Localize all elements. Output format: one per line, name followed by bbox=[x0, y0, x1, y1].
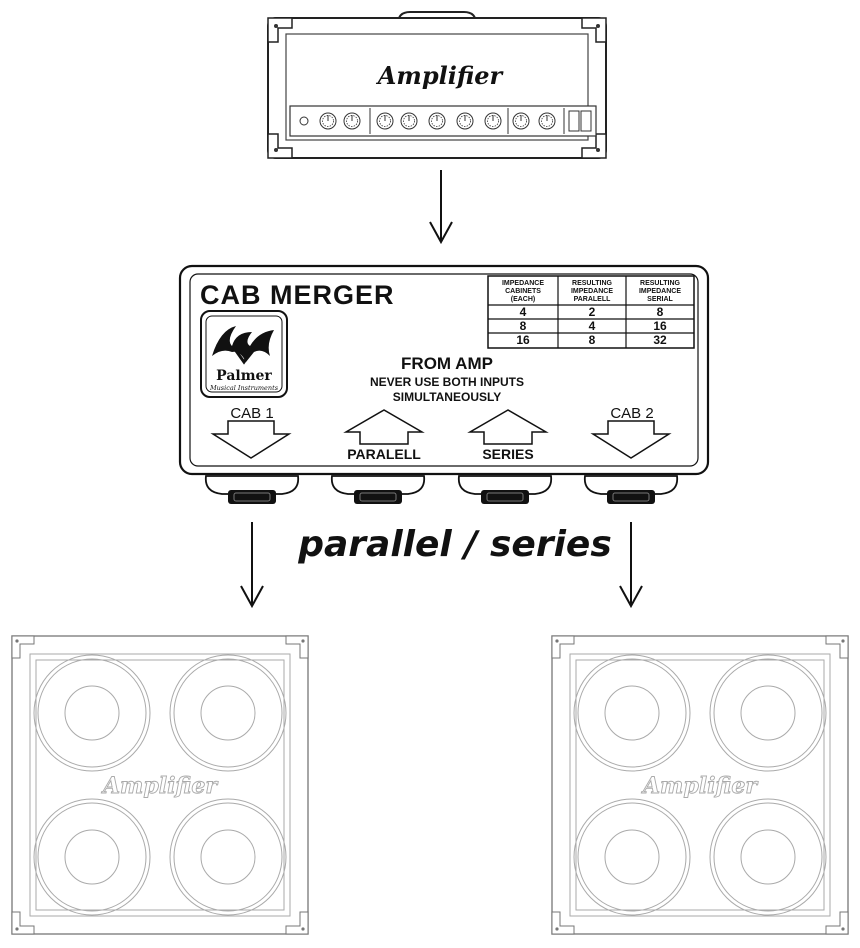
table-cell: 4 bbox=[520, 305, 527, 319]
knob-icon bbox=[376, 112, 394, 130]
cab1-output-arrow bbox=[210, 420, 292, 459]
knob-icon bbox=[484, 112, 502, 130]
table-cell: 32 bbox=[653, 333, 667, 347]
jack-sockets bbox=[204, 475, 679, 504]
speaker-cone-icon bbox=[709, 654, 827, 772]
table-cell: 2 bbox=[589, 305, 596, 319]
speaker-cabinet-1: Amplifier bbox=[11, 635, 309, 935]
jack-socket bbox=[457, 475, 553, 504]
amplifier-head: Amplifier bbox=[267, 11, 607, 159]
knob-icon bbox=[456, 112, 474, 130]
table-header-cell: IMPEDANCE bbox=[502, 280, 544, 287]
cab2-output-arrow bbox=[590, 420, 672, 459]
amplifier-head-brand: Amplifier bbox=[376, 61, 505, 90]
from-amp-label: FROM AMP bbox=[401, 354, 493, 373]
impedance-table: IMPEDANCECABINETS(EACH)RESULTINGIMPEDANC… bbox=[487, 275, 695, 349]
table-cell: 8 bbox=[589, 333, 596, 347]
cab-merger-box: CAB MERGER Palmer Musical Instruments IM… bbox=[178, 264, 710, 504]
table-cell: 4 bbox=[589, 319, 596, 333]
speaker-cabinet-2: Amplifier bbox=[551, 635, 849, 935]
speaker-cone-icon bbox=[33, 654, 151, 772]
knob-icon bbox=[538, 112, 556, 130]
parallel-input-label: PARALELL bbox=[347, 446, 421, 462]
table-header-cell: (EACH) bbox=[511, 296, 536, 303]
speaker-cone-icon bbox=[33, 798, 151, 916]
knob-icon bbox=[319, 112, 337, 130]
table-header-cell: RESULTING bbox=[640, 280, 680, 287]
amplifier-knobs bbox=[319, 112, 556, 130]
cab2-label: CAB 2 bbox=[610, 405, 653, 422]
warning-line-2: SIMULTANEOUSLY bbox=[393, 390, 501, 404]
table-cell: 8 bbox=[520, 319, 527, 333]
cab1-label: CAB 1 bbox=[230, 405, 273, 422]
knob-icon bbox=[343, 112, 361, 130]
speaker-cone-icon bbox=[169, 654, 287, 772]
table-header-cell: IMPEDANCE bbox=[571, 288, 613, 295]
speaker-cone-icon bbox=[709, 798, 827, 916]
table-cell: 16 bbox=[653, 319, 667, 333]
table-header-cell: RESULTING bbox=[572, 280, 612, 287]
jack-socket bbox=[204, 475, 300, 504]
arrow-amp-to-merger bbox=[429, 170, 453, 245]
merger-title: CAB MERGER bbox=[200, 280, 395, 310]
speaker-cone-icon bbox=[573, 798, 691, 916]
table-header-cell: IMPEDANCE bbox=[639, 288, 681, 295]
parallel-input-arrow bbox=[343, 409, 425, 445]
series-input-arrow bbox=[467, 409, 549, 445]
palmer-logo: Palmer Musical Instruments bbox=[200, 310, 288, 398]
warning-line-1: NEVER USE BOTH INPUTS bbox=[370, 375, 524, 389]
table-cell: 16 bbox=[516, 333, 530, 347]
palmer-logo-subtitle: Musical Instruments bbox=[209, 384, 279, 392]
knob-icon bbox=[428, 112, 446, 130]
series-input-label: SERIES bbox=[482, 446, 533, 462]
table-header-cell: SERIAL bbox=[647, 296, 673, 303]
caption-parallel-series: parallel / series bbox=[297, 524, 612, 565]
arrow-to-cab2 bbox=[619, 522, 643, 609]
speaker-cone-icon bbox=[573, 654, 691, 772]
table-cell: 8 bbox=[657, 305, 664, 319]
table-header-cell: CABINETS bbox=[505, 288, 541, 295]
palmer-logo-name: Palmer bbox=[216, 368, 272, 384]
knob-icon bbox=[512, 112, 530, 130]
cabinet-brand: Amplifier bbox=[641, 773, 758, 799]
jack-socket bbox=[583, 475, 679, 504]
cabinet-brand: Amplifier bbox=[101, 773, 218, 799]
knob-icon bbox=[400, 112, 418, 130]
arrow-to-cab1 bbox=[240, 522, 264, 609]
speaker-cone-icon bbox=[169, 798, 287, 916]
table-header-cell: PARALELL bbox=[574, 296, 612, 303]
jack-socket bbox=[330, 475, 426, 504]
